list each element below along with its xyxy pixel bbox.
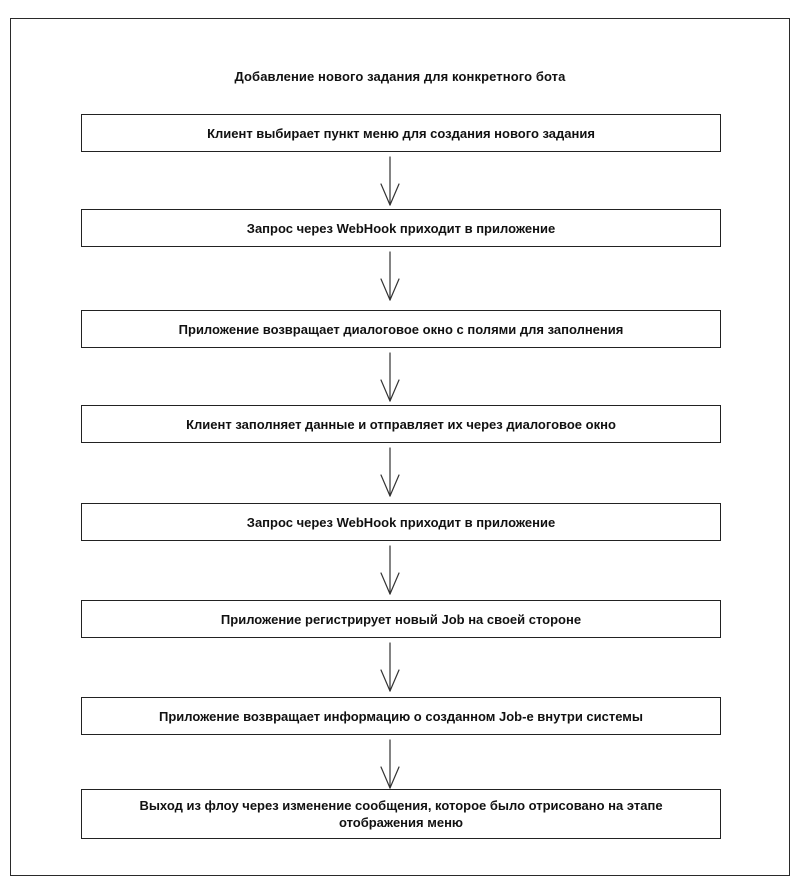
step-2-box: Запрос через WebHook приходит в приложен… bbox=[81, 209, 721, 247]
step-4-box: Клиент заполняет данные и отправляет их … bbox=[81, 405, 721, 443]
step-6-box: Приложение регистрирует новый Job на сво… bbox=[81, 600, 721, 638]
arrow-down-icon bbox=[380, 156, 400, 206]
step-7-box: Приложение возвращает информацию о созда… bbox=[81, 697, 721, 735]
diagram-title: Добавление нового задания для конкретног… bbox=[234, 69, 566, 84]
step-1-box: Клиент выбирает пункт меню для создания … bbox=[81, 114, 721, 152]
arrow-down-icon bbox=[380, 545, 400, 595]
diagram-frame: Добавление нового задания для конкретног… bbox=[10, 18, 790, 876]
arrow-down-icon bbox=[380, 447, 400, 497]
arrow-down-icon bbox=[380, 642, 400, 692]
step-8-box: Выход из флоу через изменение сообщения,… bbox=[81, 789, 721, 839]
arrow-down-icon bbox=[380, 251, 400, 301]
step-5-box: Запрос через WebHook приходит в приложен… bbox=[81, 503, 721, 541]
step-3-box: Приложение возвращает диалоговое окно с … bbox=[81, 310, 721, 348]
arrow-down-icon bbox=[380, 352, 400, 402]
arrow-down-icon bbox=[380, 739, 400, 789]
